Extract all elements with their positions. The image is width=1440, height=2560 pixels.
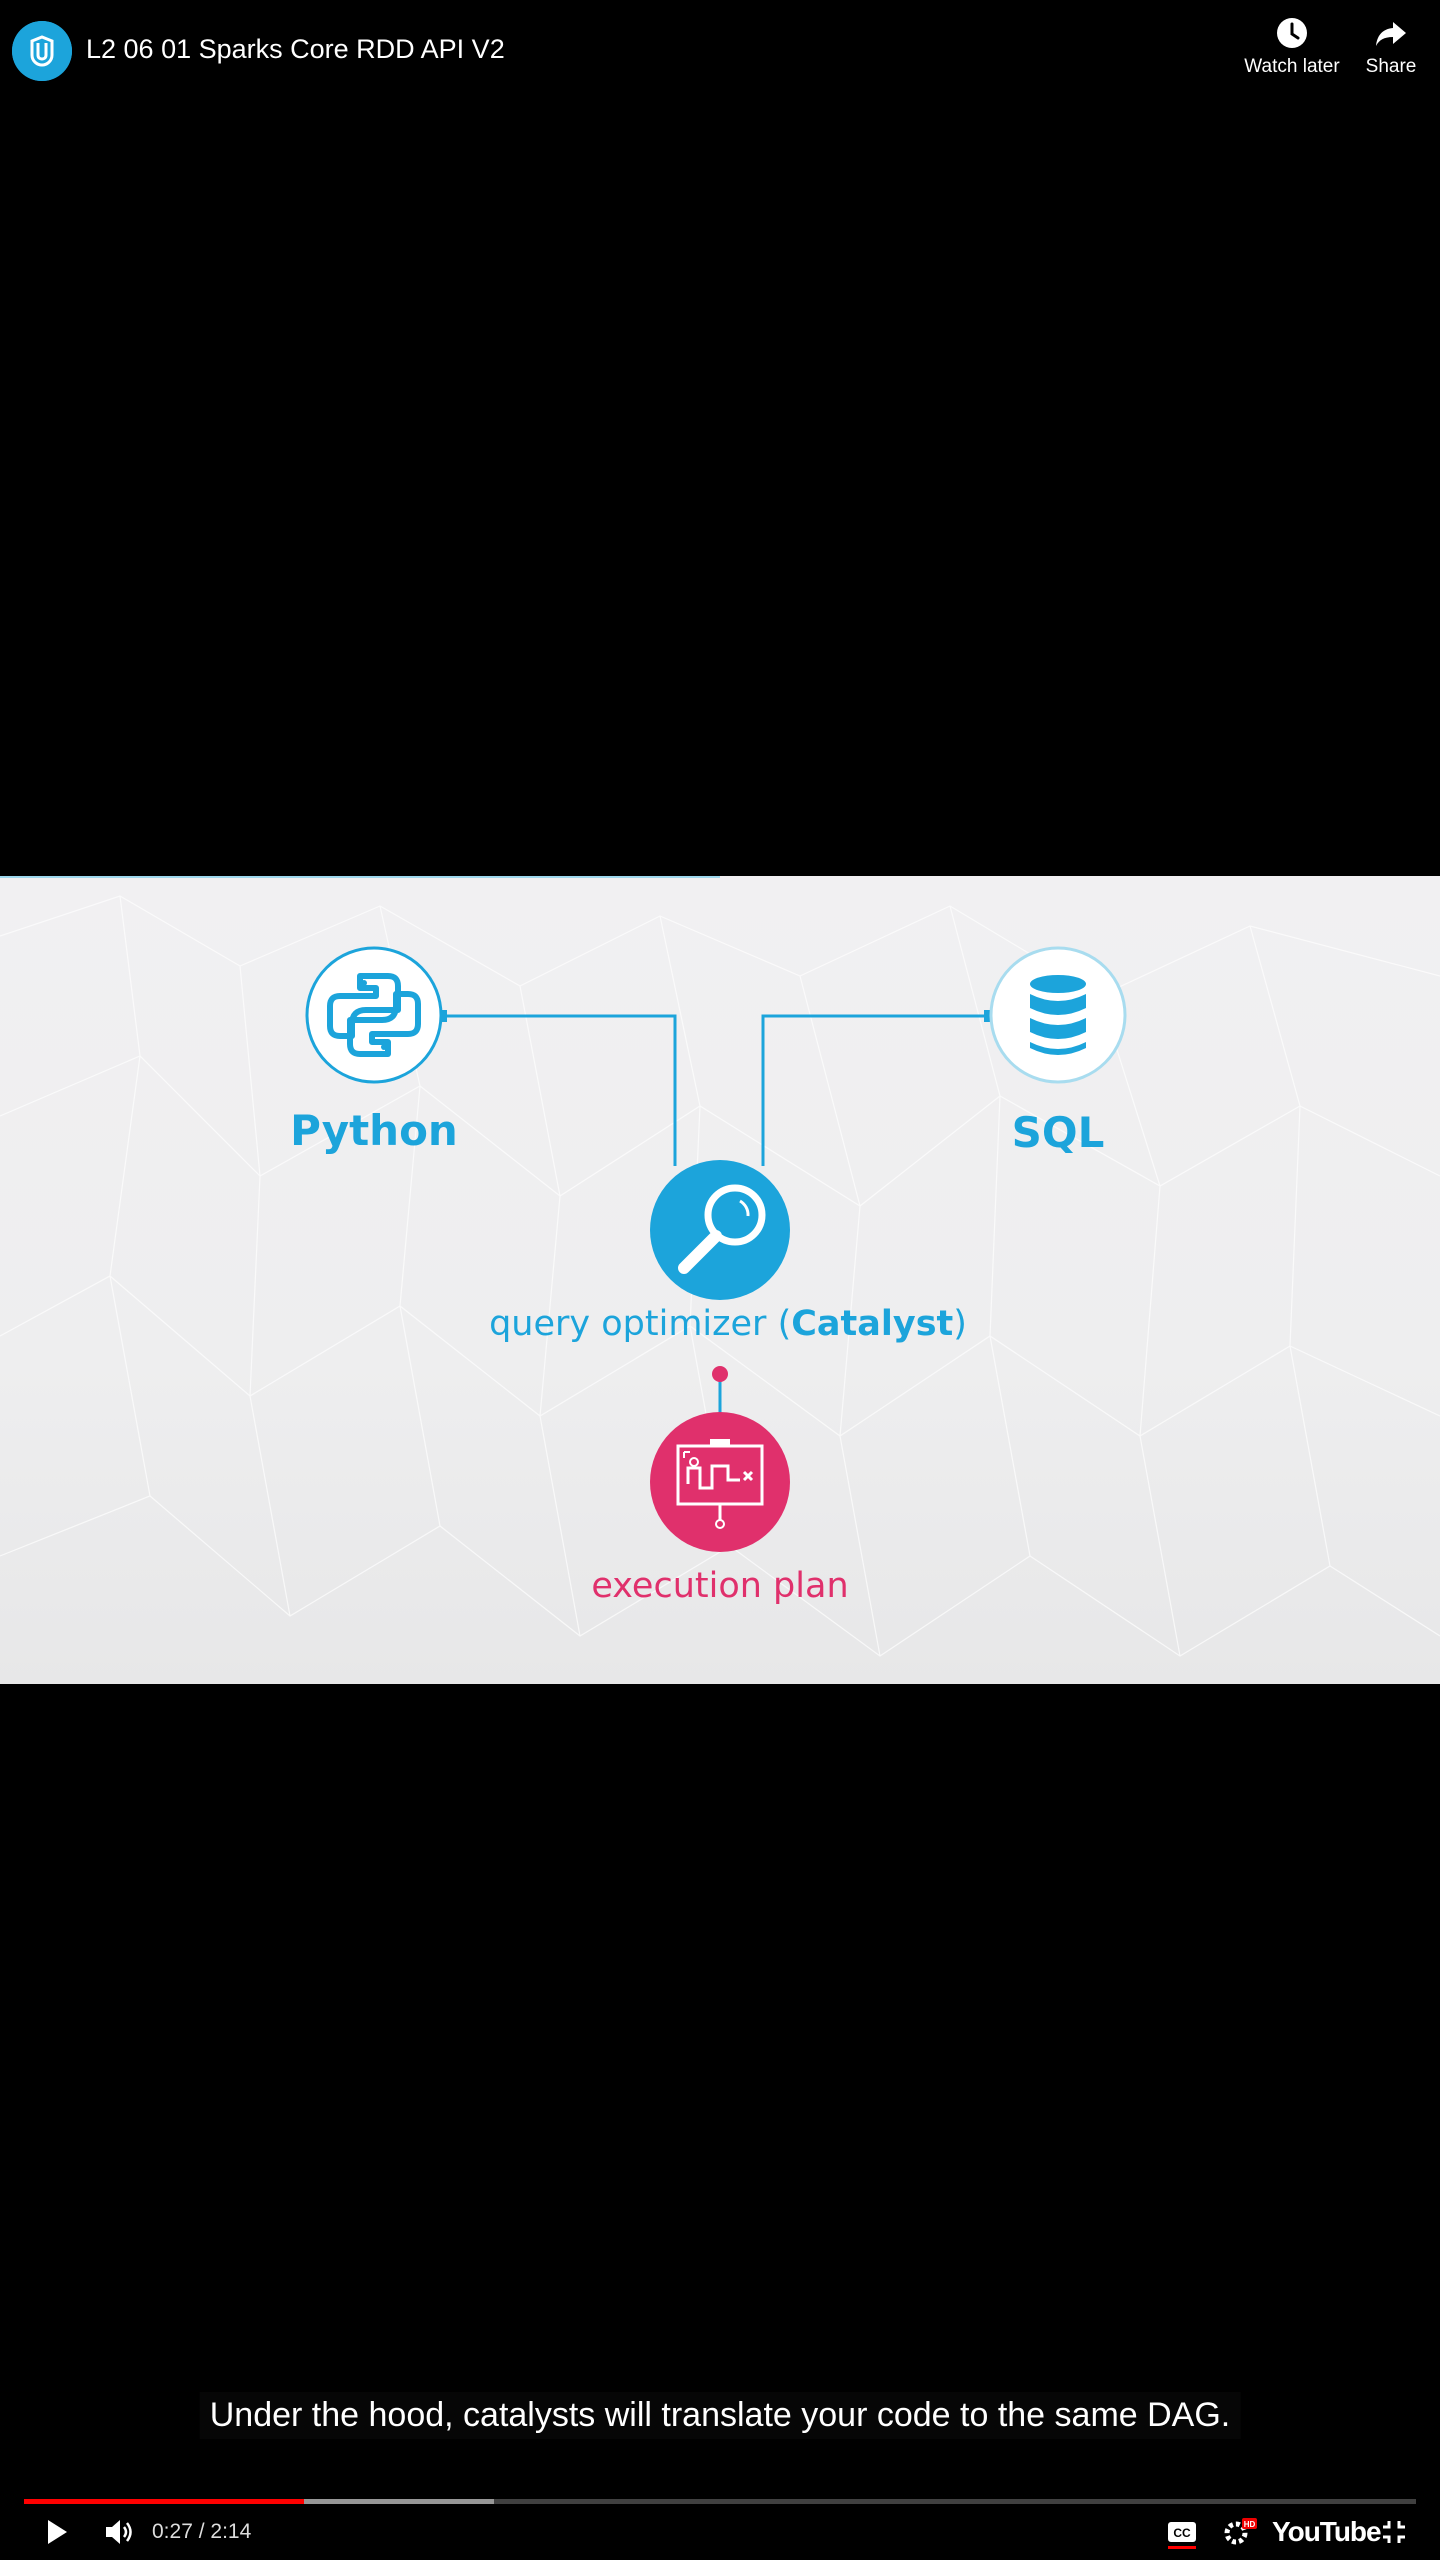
watch-later-label: Watch later: [1244, 56, 1340, 77]
svg-text:CC: CC: [1173, 2526, 1191, 2540]
query-optimizer-label: query optimizer (Catalyst): [489, 1304, 967, 1344]
settings-button[interactable]: HD: [1218, 2508, 1262, 2556]
subtitle-caption: Under the hood, catalysts will translate…: [199, 2392, 1241, 2439]
time-display: 0:27 / 2:14: [152, 2520, 251, 2544]
settings-icon: HD: [1224, 2518, 1257, 2545]
execution-plan-label: execution plan: [591, 1566, 849, 1606]
watch-later-button[interactable]: Watch later: [1232, 16, 1352, 78]
control-bar: 0:27 / 2:14 CC HD YouTube: [0, 2508, 1440, 2560]
python-icon: [305, 946, 443, 1084]
hd-badge: [1242, 2518, 1257, 2529]
svg-text:HD: HD: [1244, 2520, 1256, 2529]
clock-icon: [1277, 18, 1307, 48]
mute-button[interactable]: [94, 2508, 144, 2556]
captions-button[interactable]: CC: [1160, 2508, 1204, 2556]
play-button[interactable]: [30, 2508, 82, 2556]
progress-bar[interactable]: [24, 2499, 1416, 2504]
python-label: Python: [290, 1106, 458, 1155]
video-title[interactable]: L2 06 01 Sparks Core RDD API V2: [86, 34, 505, 64]
time-total: 2:14: [210, 2520, 252, 2543]
database-icon: [989, 946, 1127, 1084]
play-icon: [48, 2520, 67, 2544]
volume-icon: [106, 2520, 132, 2544]
udacity-logo-icon: [12, 21, 72, 81]
exit-fullscreen-icon: [1383, 2521, 1405, 2543]
share-arrow-icon: [1376, 22, 1406, 46]
time-separator: /: [192, 2520, 211, 2543]
presentation-board-icon: [650, 1412, 790, 1552]
sql-label: SQL: [1011, 1108, 1105, 1157]
cc-icon: CC: [1168, 2522, 1196, 2549]
share-button[interactable]: Share: [1360, 16, 1422, 78]
optimizer-label-suffix: ): [953, 1304, 967, 1344]
plan-connector-node: [712, 1366, 728, 1382]
played-bar: [24, 2499, 304, 2504]
catalyst-label: Catalyst: [791, 1304, 954, 1344]
time-current: 0:27: [152, 2520, 193, 2543]
optimizer-label-prefix: query optimizer (: [489, 1304, 792, 1344]
magnifier-icon: [650, 1160, 790, 1300]
connector-lines: [441, 1014, 990, 1416]
youtube-logo[interactable]: YouTube: [1272, 2516, 1382, 2547]
top-bar: L2 06 01 Sparks Core RDD API V2 Watch la…: [0, 0, 1440, 110]
share-label: Share: [1365, 56, 1417, 77]
video-frame[interactable]: Python SQL query optimizer (Catalyst) ex…: [0, 876, 1440, 1684]
spark-catalyst-diagram: [305, 946, 1127, 1552]
channel-avatar[interactable]: [12, 21, 72, 81]
exit-fullscreen-button[interactable]: [1372, 2508, 1416, 2556]
